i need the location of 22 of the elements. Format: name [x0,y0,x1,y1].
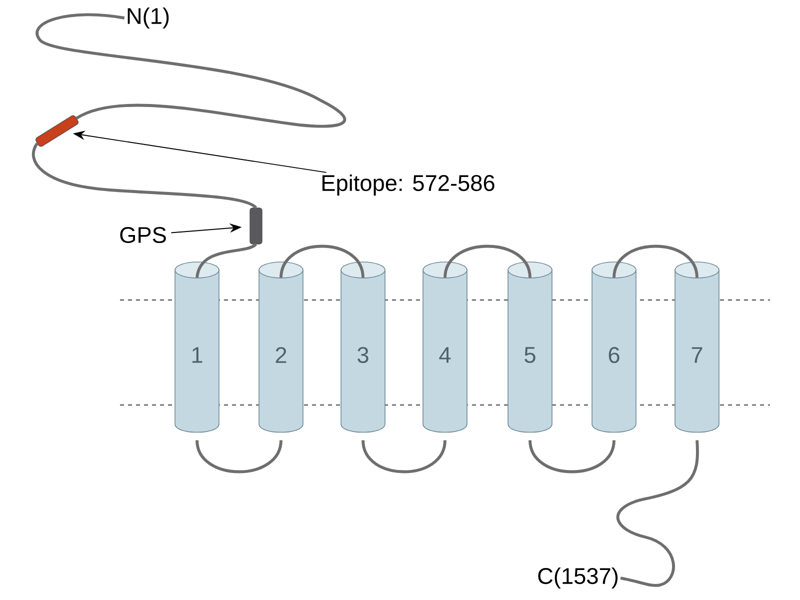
protein-chain [36,13,345,128]
helix-cylinder: 4 [422,262,468,433]
helix-cylinder: 6 [592,262,636,433]
protein-chain [528,440,616,474]
protein-chain [280,244,364,278]
protein-chain [444,244,532,278]
label: N(1) [128,7,169,29]
helix-cylinder: 7 [674,262,720,433]
helix-cylinder: 1 [174,262,220,433]
label: GPS [120,226,166,244]
protein-segment [250,208,262,244]
protein-segment [36,115,78,147]
protein-chain [196,243,257,278]
helix-cylinder: 5 [508,262,552,433]
helix-cylinder: 3 [340,262,386,433]
helix-cylinder: 2 [258,262,304,433]
label: C(1537) [538,567,618,589]
protein-chain [612,244,698,278]
protein-chain [616,440,699,587]
label: Epitope: 572-586 [322,174,494,196]
protein-chain [196,440,282,474]
protein-chain [362,440,446,474]
